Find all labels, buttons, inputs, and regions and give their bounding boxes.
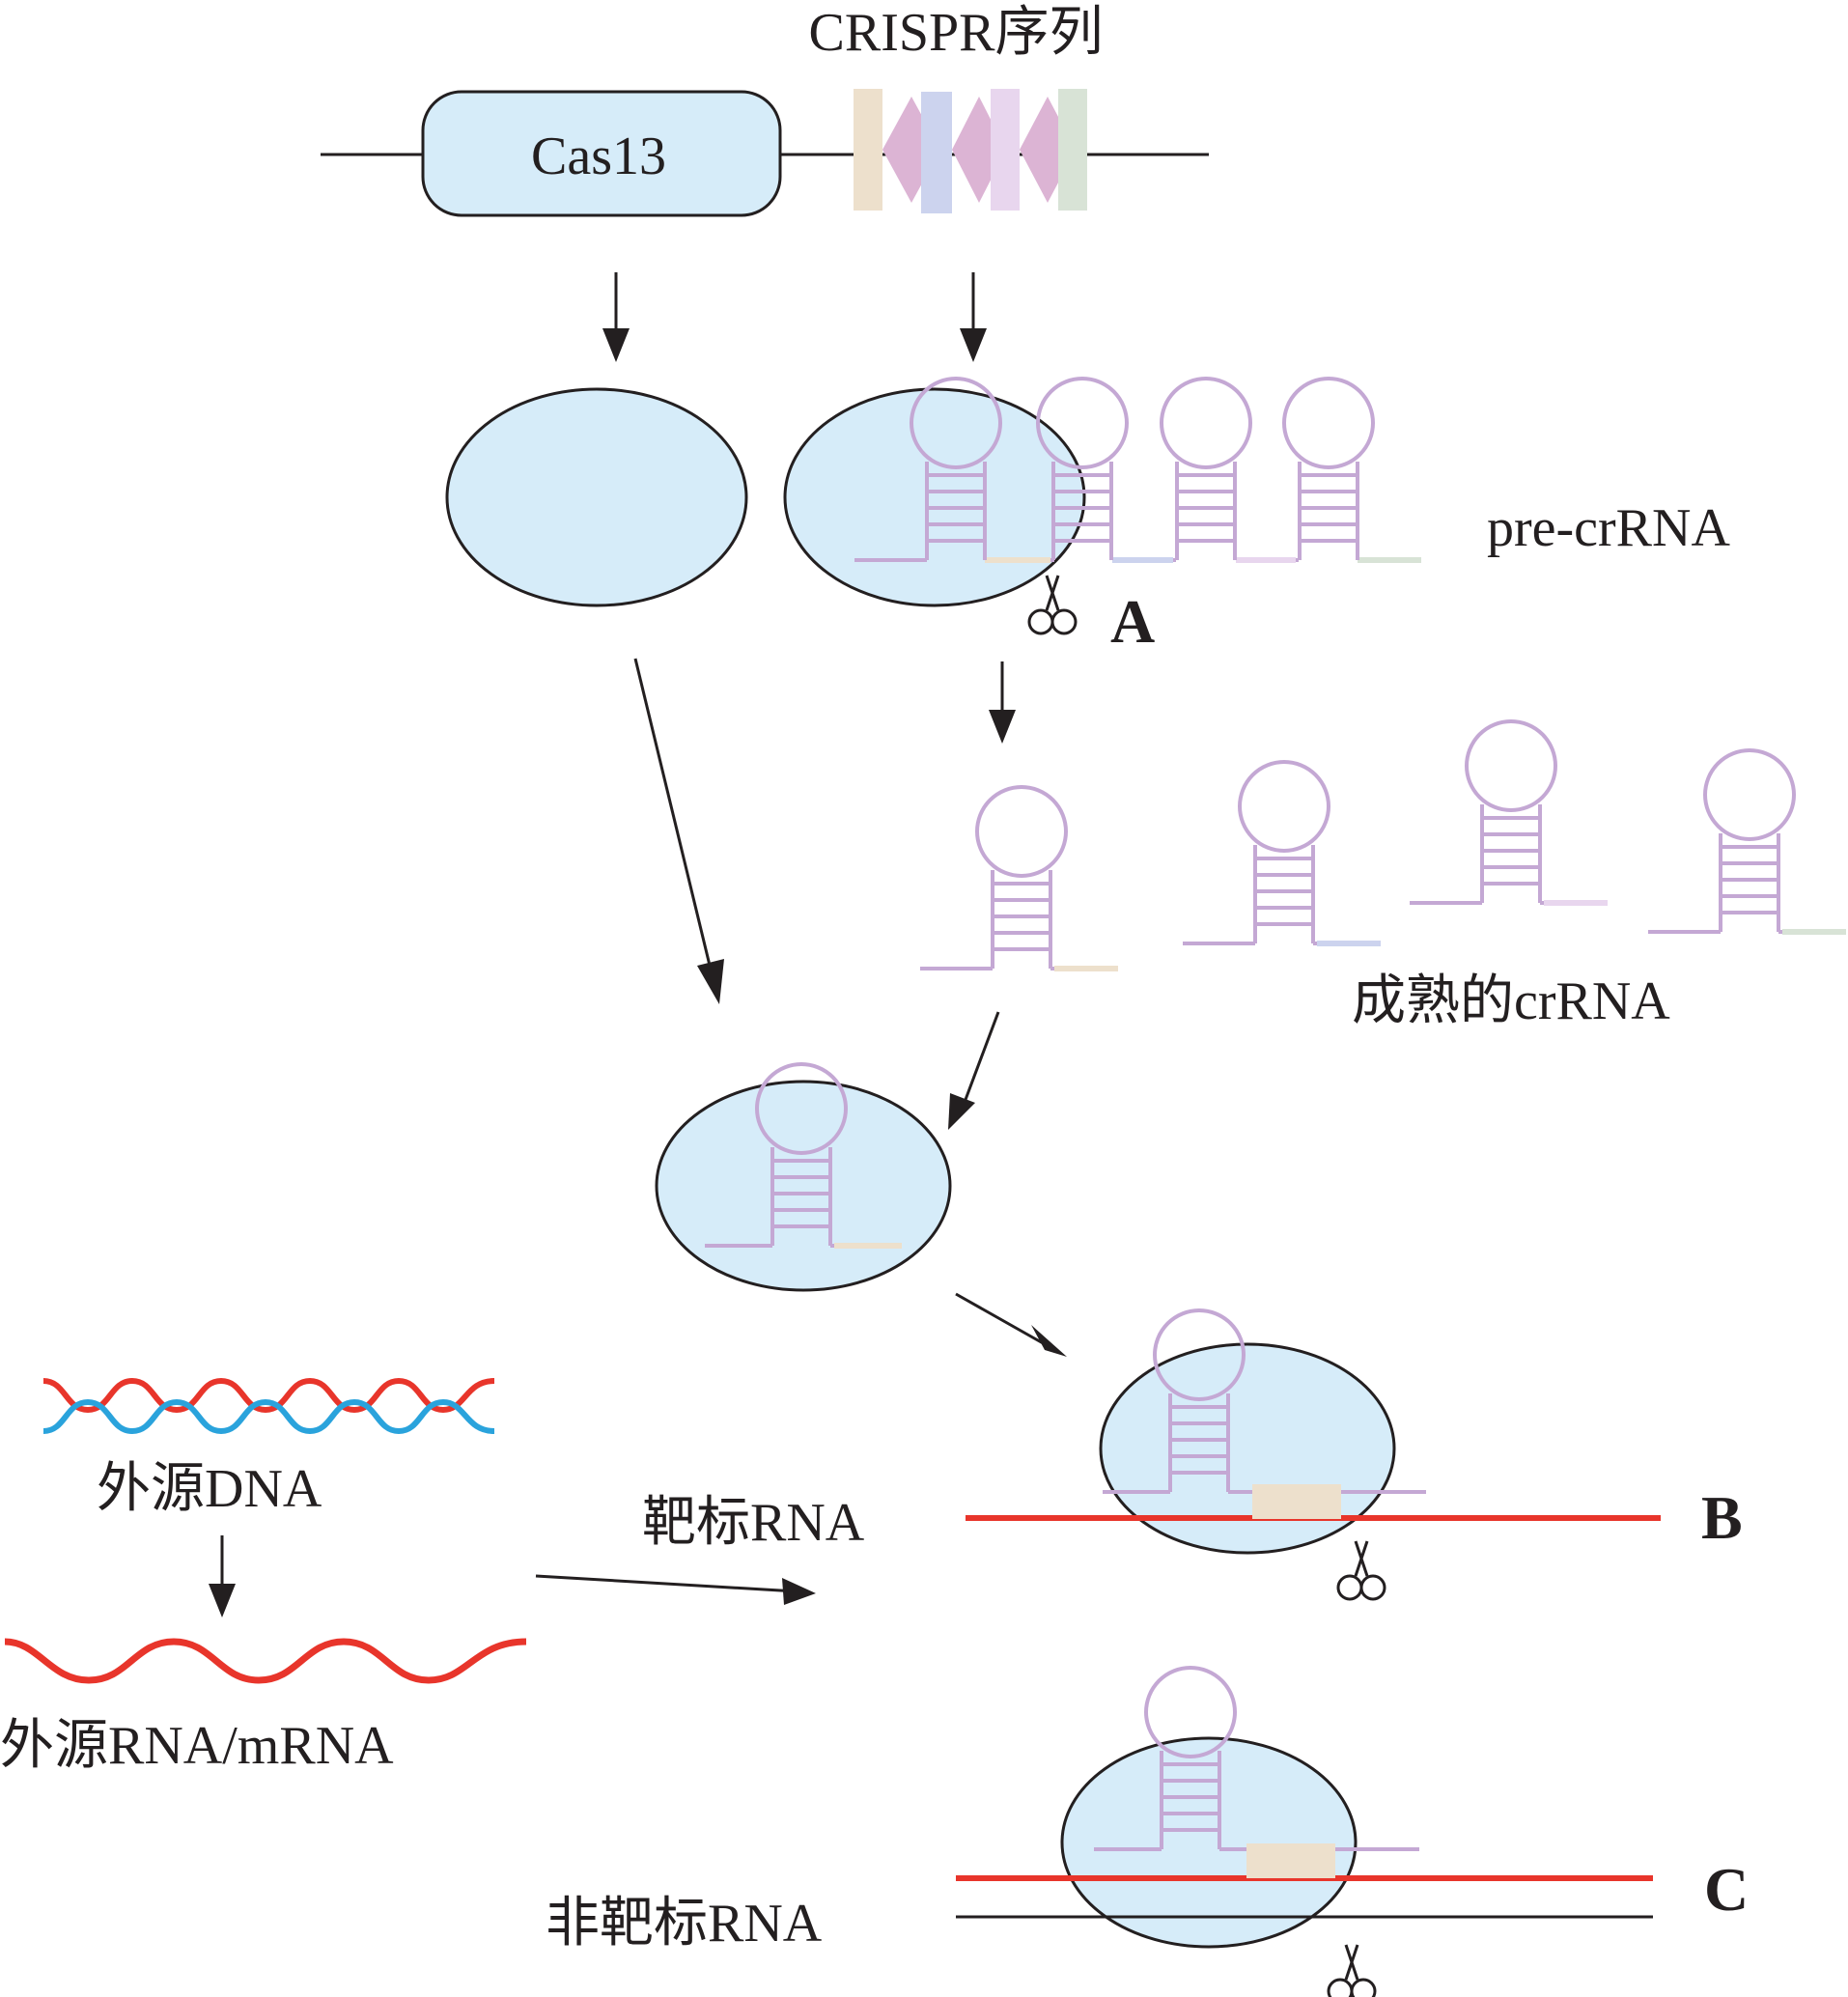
cas13-protein	[445, 387, 748, 607]
hairpin	[910, 377, 1002, 560]
cas13-label: Cas13	[531, 127, 666, 186]
step-c-marker: C	[1704, 1855, 1749, 1924]
crispr-array-label: CRISPR序列	[809, 3, 1104, 63]
scissors-icon	[1027, 574, 1078, 635]
foreign-rna-label: 外源RNA/mRNA	[0, 1716, 394, 1776]
processing-arrow	[989, 661, 1016, 744]
mature-crrna	[1648, 748, 1846, 935]
foreign-dna-helix	[42, 1377, 495, 1435]
gene-locus: Cas13 CRISPR序列	[321, 3, 1209, 217]
expression-arrows	[602, 272, 987, 362]
step-b-marker: B	[1701, 1483, 1743, 1552]
recognition-arrow	[535, 1574, 816, 1605]
pre-crrna-label: pre-crRNA	[1487, 498, 1730, 558]
mature-crrna	[1183, 760, 1381, 946]
loaded-crrna	[705, 1062, 902, 1249]
hairpin	[1036, 377, 1129, 560]
targeting-arrow	[955, 1292, 1067, 1357]
cas13-collateral-complex	[1060, 1736, 1358, 1949]
foreign-dna-label: 外源DNA	[97, 1459, 322, 1519]
scissors-icon	[1336, 1539, 1386, 1601]
foreign-rna-strand	[4, 1638, 527, 1684]
hairpin	[1160, 377, 1252, 560]
step-a-marker: A	[1110, 587, 1155, 656]
crispr-array	[854, 89, 1087, 213]
cas13-gene-box	[421, 90, 782, 217]
transcription-arrow	[209, 1535, 236, 1617]
pre-crrna	[854, 377, 1421, 563]
cas13-crrna-complex	[655, 1080, 952, 1292]
cas13-processing-complex	[783, 387, 1086, 607]
bound-crrna	[1103, 1308, 1426, 1519]
bound-crrna	[1094, 1666, 1419, 1878]
target-rna-label: 靶标RNA	[642, 1493, 865, 1553]
mature-crrnas	[920, 719, 1846, 971]
assembly-arrows	[633, 658, 1000, 1130]
hairpin	[1282, 377, 1375, 560]
mature-crrna	[1410, 719, 1608, 906]
scissors-icon	[1327, 1943, 1377, 1997]
non-target-rna-label: 非靶标RNA	[546, 1894, 823, 1954]
mature-crrna-label: 成熟的crRNA	[1352, 971, 1670, 1031]
mature-crrna	[920, 785, 1118, 971]
cas13-target-complex	[1099, 1342, 1396, 1555]
